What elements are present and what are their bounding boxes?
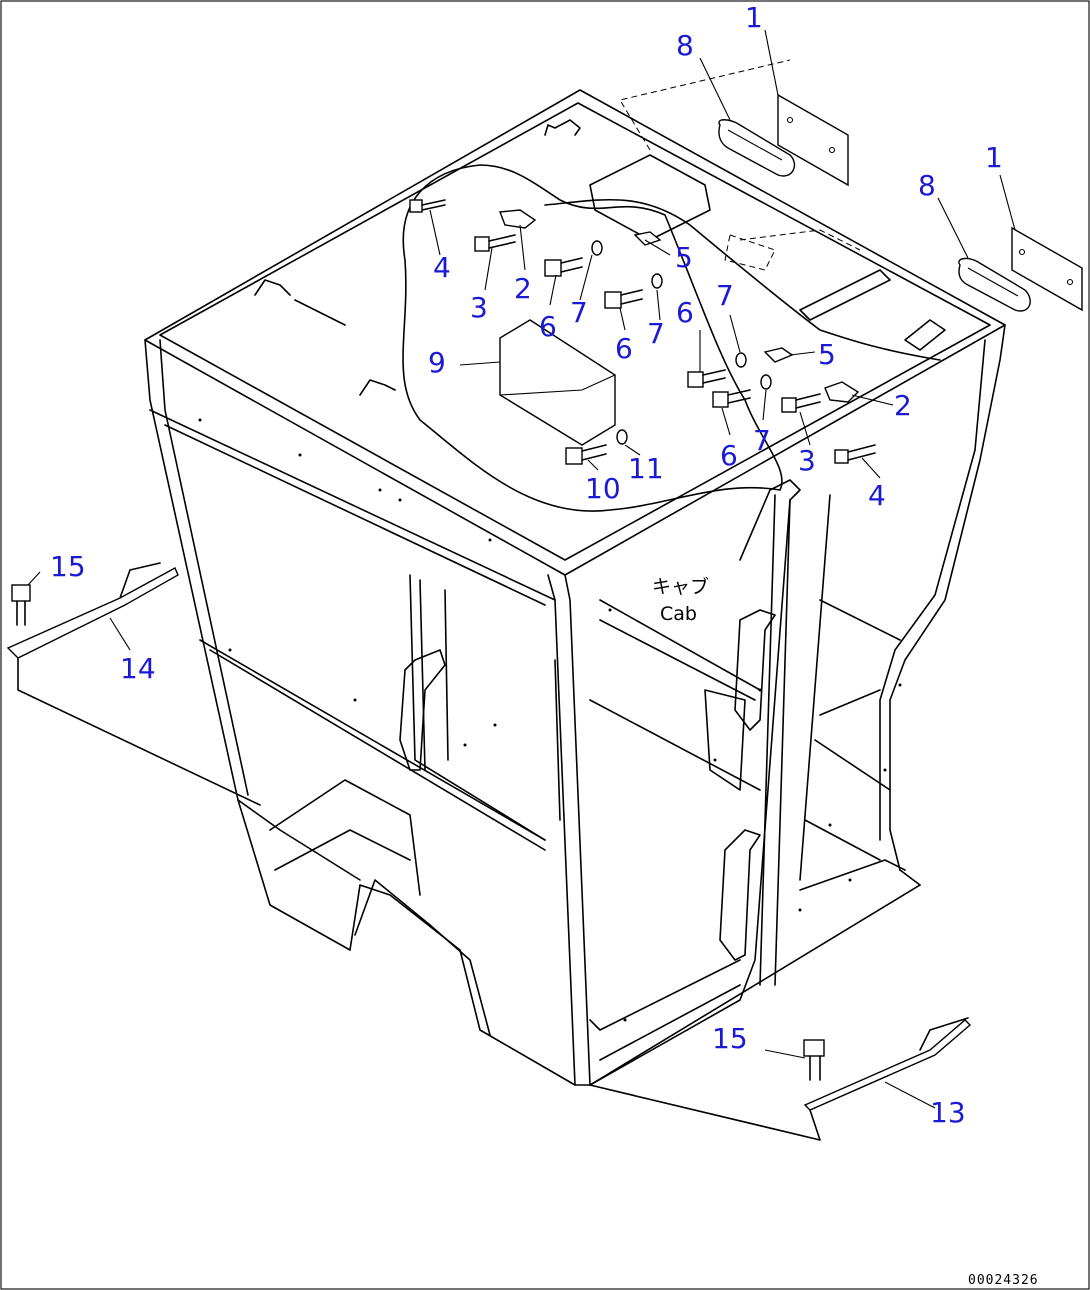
bolt-6-a [544, 257, 583, 277]
callout-7-c: 7 [716, 279, 734, 312]
part-8-gasket-a [718, 119, 796, 177]
leader-lines [27, 29, 1016, 1109]
part-8-gasket-b [958, 257, 1031, 312]
clamp-2-a [499, 209, 537, 229]
callout-11: 11 [628, 452, 664, 485]
callout-6-b: 6 [615, 332, 633, 365]
cab-label-jp: キャブ [652, 575, 709, 598]
washer-11 [616, 429, 628, 445]
callout-7-d: 7 [753, 424, 771, 457]
clamp-2-b [824, 381, 860, 403]
clamp-5-b [763, 347, 794, 363]
bolt-15-a [11, 584, 31, 626]
cover-9 [499, 319, 616, 446]
callout-8-a: 8 [676, 29, 694, 62]
callout-5-b: 5 [818, 338, 836, 371]
callout-6-c: 6 [676, 296, 694, 329]
bolt-4-b [834, 444, 876, 464]
clamp-5-a [633, 231, 662, 246]
washer-7-a [591, 240, 603, 256]
callout-3-b: 3 [798, 444, 816, 477]
callout-5-a: 5 [675, 241, 693, 274]
callout-labels: 1 1 8 8 4 3 2 6 7 5 6 7 9 6 7 5 2 6 7 3 … [50, 1, 1003, 1129]
bolt-6-d [712, 389, 751, 408]
bolt-3-a [474, 234, 516, 252]
washer-7-c [735, 352, 747, 368]
callout-7-a: 7 [570, 296, 588, 329]
callout-9: 9 [428, 346, 446, 379]
callout-2-b: 2 [894, 389, 912, 422]
callout-15-b: 15 [712, 1022, 748, 1055]
callout-8-b: 8 [918, 169, 936, 202]
callout-7-b: 7 [647, 317, 665, 350]
bolt-6-b [604, 289, 643, 309]
callout-10: 10 [585, 472, 621, 505]
callout-1-b: 1 [985, 141, 1003, 174]
callout-4-a: 4 [433, 251, 451, 284]
washer-7-b [651, 273, 663, 289]
callout-6-d: 6 [720, 439, 738, 472]
cab-label-en: Cab [660, 603, 697, 625]
callout-15-a: 15 [50, 550, 86, 583]
callout-13: 13 [930, 1096, 966, 1129]
bolt-6-c [687, 369, 726, 388]
callout-14: 14 [120, 652, 156, 685]
drawing-number: 00024326 [968, 1273, 1039, 1288]
callout-6-a: 6 [539, 310, 557, 343]
washer-7-d [760, 374, 772, 390]
cab-body [144, 59, 1006, 1086]
part-1-plate-a [777, 93, 849, 187]
callout-4-b: 4 [868, 479, 886, 512]
callout-2-a: 2 [514, 272, 532, 305]
bolt-4-a [409, 199, 446, 213]
part-14-plate [6, 562, 261, 806]
duct-outline [402, 164, 783, 512]
callout-1-a: 1 [745, 1, 763, 34]
bolt-15-b [803, 1039, 825, 1081]
part-13-plate [589, 1017, 972, 1141]
bolt-10 [565, 444, 607, 465]
part-1-plate-b [1011, 226, 1083, 312]
bolt-3-b [781, 393, 821, 413]
callout-3-a: 3 [470, 291, 488, 324]
